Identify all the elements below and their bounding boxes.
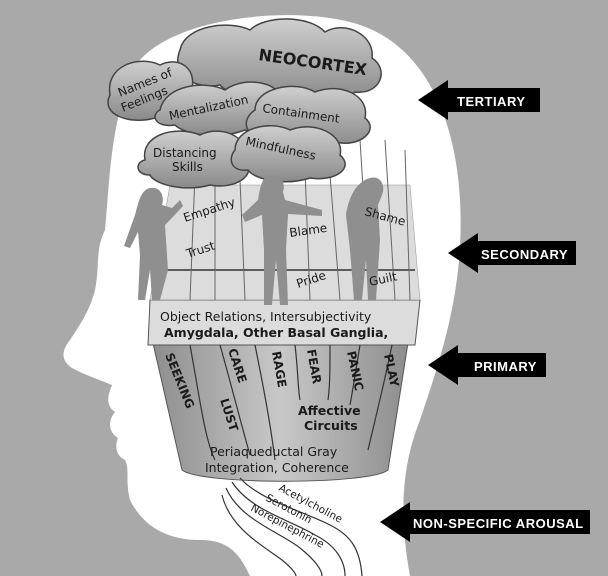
arrow-secondary: SECONDARY [448,233,576,273]
affective-label: Affective [298,403,361,418]
figure-left [124,187,183,300]
cloud-label-skills: Skills [172,160,203,174]
base-line-2: Integration, Coherence [205,460,349,475]
word-guilt: Guilt [368,269,399,289]
cloud-distance [137,130,250,189]
brain-core [149,329,411,482]
circuit-fear: FEAR [304,348,324,385]
arrow-primary: PRIMARY [428,345,546,385]
cloud-layer [107,18,382,189]
arrow-label-primary: PRIMARY [474,359,537,374]
circuit-dividers [189,344,393,461]
arrow-tertiary: TERTIARY [418,80,540,120]
mid-line-2: Amygdala, Other Basal Ganglia, [164,325,388,340]
circuit-play: PLAY [381,353,402,389]
circuits-label: Circuits [304,418,358,433]
mid-line-1: Object Relations, Intersubjectivity [160,309,372,324]
cloud-mind [230,125,346,183]
circuit-rage: RAGE [269,350,289,388]
arrow-label-arousal: NON-SPECIFIC AROUSAL [413,516,584,531]
figure-right [346,177,384,300]
cloud-label-distancing: Distancing [153,146,217,160]
arrow-label-secondary: SECONDARY [481,247,568,262]
nerve-ribbon [221,477,363,576]
arrow-label-tertiary: TERTIARY [457,94,526,109]
cloud-top [177,18,382,101]
arrow-arousal: NON-SPECIFIC AROUSAL [380,502,590,542]
word-blame: Blame [288,221,328,240]
figures [124,174,384,305]
base-line-1: Periaqueductal Gray [210,444,338,459]
figure-middle [242,174,322,305]
